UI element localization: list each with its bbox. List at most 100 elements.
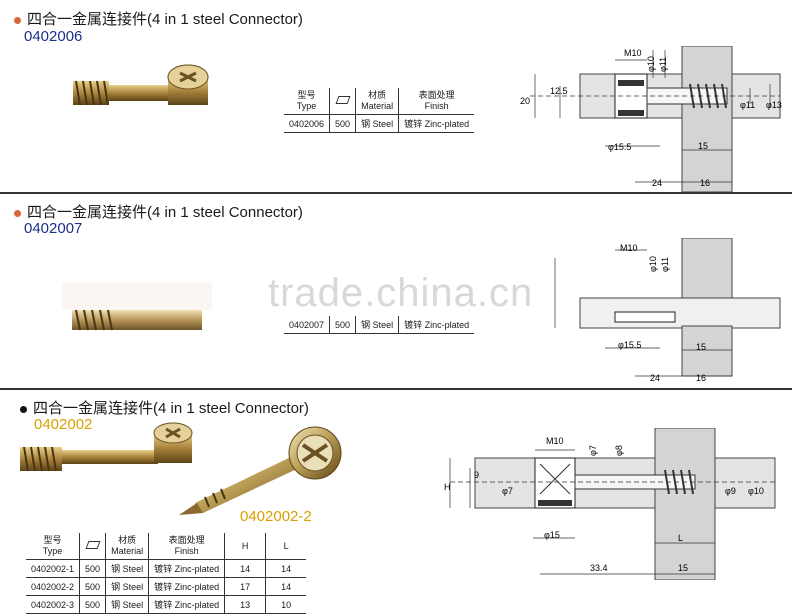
dim-phi15: φ15 — [544, 530, 560, 540]
cell: 14 — [265, 577, 307, 596]
dim-12-5: 12.5 — [550, 86, 568, 96]
section-3-title-text: 四合一金属连接件(4 in 1 steel Connector) — [33, 400, 309, 417]
bullet-icon — [14, 16, 21, 24]
cell: 500 — [79, 595, 107, 614]
header-h: H — [224, 533, 267, 560]
dim-phi11: φ11 — [658, 57, 668, 72]
section-2-code: 0402007 — [24, 220, 83, 237]
cell: 10 — [265, 595, 307, 614]
dim-l: L — [678, 533, 683, 543]
dim-33-4: 33.4 — [590, 563, 608, 573]
table-row: 0402002-2 500 钢 Steel 镀锌 Zinc-plated 17 … — [26, 577, 307, 596]
bullet-icon — [14, 209, 21, 217]
cell: 500 — [79, 577, 107, 596]
section-2-dimension-drawing: M10 φ10 φ11 φ15.5 15 24 16 — [554, 238, 781, 383]
section-3-code: 0402002 — [34, 416, 93, 433]
section-1-title: 四合一金属连接件(4 in 1 steel Connector) — [14, 8, 303, 29]
table-row: 0402002-3 500 钢 Steel 镀锌 Zinc-plated 13 … — [26, 595, 307, 614]
cell: 钢 Steel — [355, 316, 400, 334]
section-2-title-text: 四合一金属连接件(4 in 1 steel Connector) — [27, 204, 303, 221]
dim-16: 16 — [696, 373, 706, 383]
cell: 镀锌 Zinc-plated — [148, 595, 226, 614]
dim-m10: M10 — [624, 48, 642, 58]
bullet-icon — [20, 405, 27, 413]
cell: 0402002-2 — [26, 577, 81, 596]
header-qty — [329, 88, 357, 115]
connector-image-0402002-2 — [179, 426, 342, 515]
table-row: 0402007 500 钢 Steel 镀锌 Zinc-plated — [284, 316, 475, 334]
dim-24: 24 — [650, 373, 660, 383]
header-cn: 材质 — [368, 90, 387, 100]
cell: 17 — [224, 577, 267, 596]
dim-20: 20 — [520, 96, 530, 106]
header-l: L — [265, 533, 307, 560]
dim-phi10: φ10 — [646, 56, 656, 72]
box-icon — [85, 540, 101, 549]
header-cn: 型号 — [43, 535, 62, 545]
header-en: Material — [111, 546, 144, 556]
dim-24: 24 — [652, 178, 662, 188]
cell: 500 — [329, 114, 357, 133]
connector-image-0402002 — [20, 422, 193, 472]
cell: 13 — [224, 595, 267, 614]
dim-phi10: φ10 — [748, 486, 764, 496]
section-divider — [0, 192, 792, 194]
cell: 镀锌 Zinc-plated — [398, 316, 475, 334]
dim-phi11: φ11 — [660, 257, 670, 272]
cell: 钢 Steel — [105, 559, 150, 578]
cell: 500 — [79, 559, 107, 578]
section-3-title: 四合一金属连接件(4 in 1 steel Connector) — [20, 397, 309, 418]
watermark: trade.china.cn — [268, 271, 534, 315]
section-2-title: 四合一金属连接件(4 in 1 steel Connector) — [14, 201, 303, 222]
dim-phi9: φ9 — [725, 486, 736, 496]
dim-phi13: φ13 — [766, 100, 782, 110]
dim-phi7-left: φ7 — [502, 486, 513, 496]
section-3-code-2: 0402002-2 — [240, 508, 312, 525]
header-en: Finish — [174, 546, 199, 556]
table-row: 0402002-1 500 钢 Steel 镀锌 Zinc-plated 14 … — [26, 559, 307, 578]
section-1-dimension-drawing: M10 φ10 φ11 12.5 20 φ11 φ13 φ15.5 15 24 … — [520, 46, 782, 192]
header-cn: 型号 — [297, 90, 316, 100]
dim-phi10: φ10 — [648, 256, 658, 272]
header-en: Type — [296, 101, 317, 111]
cell: 钢 Steel — [105, 577, 150, 596]
header-en: Finish — [424, 101, 449, 111]
cell: 0402007 — [284, 316, 331, 334]
header-cn: 表面处理 — [418, 90, 455, 100]
section-divider — [0, 388, 792, 390]
dim-phi15-5: φ15.5 — [618, 340, 641, 350]
dim-phi15-5: φ15.5 — [608, 142, 631, 152]
dim-15: 15 — [678, 563, 688, 573]
connector-image-0402007 — [62, 282, 212, 331]
cell: 钢 Steel — [355, 114, 400, 133]
dim-15: 15 — [696, 342, 706, 352]
dim-m10: M10 — [546, 436, 564, 446]
dim-9: 9 — [474, 470, 479, 480]
cell: 14 — [224, 559, 267, 578]
section-2-spec-table: 0402007 500 钢 Steel 镀锌 Zinc-plated — [284, 316, 475, 334]
cell: 500 — [329, 316, 357, 334]
cell: 镀锌 Zinc-plated — [148, 577, 226, 596]
dim-m10: M10 — [620, 243, 638, 253]
header-cn: 表面处理 — [168, 535, 205, 545]
cell: 镀锌 Zinc-plated — [148, 559, 226, 578]
cell: 14 — [265, 559, 307, 578]
dim-15: 15 — [698, 141, 708, 151]
dim-h: H — [444, 482, 451, 492]
table-row: 0402006 500 钢 Steel 镀锌 Zinc-plated — [284, 114, 475, 133]
section-3-dimension-drawing: M10 φ7 φ8 9 H φ7 φ9 φ10 φ15 L 33.4 15 — [444, 428, 776, 580]
dim-16: 16 — [700, 178, 710, 188]
cell: 0402002-3 — [26, 595, 81, 614]
section-1-code: 0402006 — [24, 28, 83, 45]
dim-phi11-right: φ11 — [740, 100, 755, 110]
cell: 钢 Steel — [105, 595, 150, 614]
